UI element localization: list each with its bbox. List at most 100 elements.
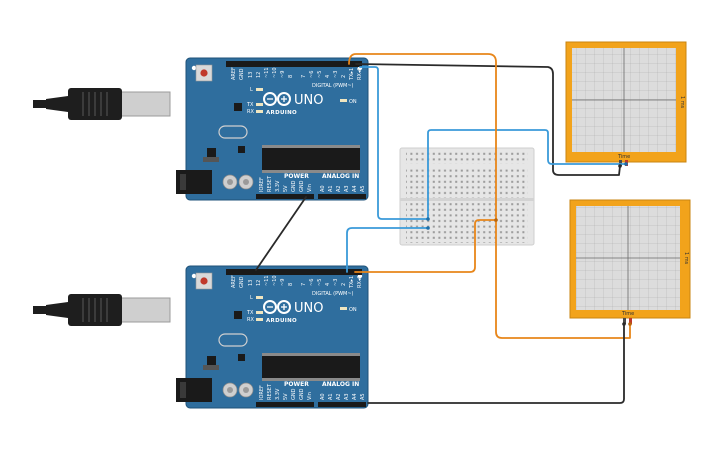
svg-text:Vin: Vin — [307, 392, 313, 400]
svg-text:8: 8 — [288, 283, 294, 286]
digital-label-1: DIGITAL (PWM~) — [312, 83, 354, 89]
led-l-label-2: L — [250, 295, 253, 301]
analog-label-2: ANALOG IN — [322, 381, 359, 388]
svg-text:A3: A3 — [344, 185, 350, 192]
svg-text:~3: ~3 — [333, 71, 339, 78]
svg-text:IOREF: IOREF — [259, 177, 265, 192]
svg-text:5V: 5V — [283, 185, 289, 192]
svg-text:~5: ~5 — [317, 71, 323, 78]
led-rx-label-1: RX — [247, 109, 254, 115]
wire-blue-ard2-breadboard[interactable] — [346, 227, 429, 273]
digital-label-2: DIGITAL (PWM~) — [312, 291, 354, 297]
svg-text:GND: GND — [299, 388, 305, 400]
svg-text:12: 12 — [256, 72, 262, 78]
scope-2-time-label: Time — [621, 311, 634, 317]
svg-text:~9: ~9 — [280, 279, 286, 286]
digital-header-2[interactable] — [226, 269, 362, 275]
led-tx-label-2: TX — [246, 310, 254, 316]
svg-text:2: 2 — [341, 283, 347, 286]
svg-text:5V: 5V — [283, 393, 289, 400]
svg-text:2: 2 — [341, 75, 347, 78]
svg-text:TX▸1: TX▸1 — [349, 276, 355, 289]
power-header-2[interactable] — [256, 402, 314, 407]
svg-text:IOREF: IOREF — [259, 385, 265, 400]
svg-text:~9: ~9 — [280, 71, 286, 78]
scope-2-terminal-pos[interactable] — [629, 318, 632, 324]
svg-text:GND: GND — [291, 388, 297, 400]
microcontroller-chip-1 — [262, 148, 360, 170]
svg-text:~10: ~10 — [272, 67, 278, 78]
svg-text:~6: ~6 — [309, 71, 315, 78]
led-rx-label-2: RX — [247, 317, 254, 323]
svg-text:13: 13 — [248, 72, 254, 78]
wire-orange-ard2-breadboard[interactable] — [354, 219, 497, 273]
led-on-label-1: ON — [349, 99, 357, 105]
svg-text:13: 13 — [248, 280, 254, 286]
microcontroller-chip-2 — [262, 356, 360, 378]
svg-text:RESET: RESET — [267, 383, 273, 400]
power-label-1: POWER — [284, 173, 309, 180]
svg-text:~6: ~6 — [309, 279, 315, 286]
svg-text:A5: A5 — [360, 185, 366, 192]
oscilloscope-1[interactable]: 1 ms Time — [565, 41, 687, 166]
svg-text:GND: GND — [291, 180, 297, 192]
oscilloscope-2[interactable]: 1 ms Time — [569, 199, 691, 324]
svg-text:7: 7 — [301, 75, 307, 78]
svg-text:4: 4 — [325, 75, 331, 78]
power-header-1[interactable] — [256, 194, 314, 199]
led-on-label-2: ON — [349, 307, 357, 313]
wires — [255, 53, 631, 404]
svg-text:~11: ~11 — [264, 67, 270, 78]
svg-text:A1: A1 — [328, 393, 334, 400]
svg-text:A2: A2 — [336, 393, 342, 400]
digital-header-1[interactable] — [226, 61, 362, 67]
power-label-2: POWER — [284, 381, 309, 388]
arduino-uno-2[interactable]: AREF GND 13 12 ~11 ~10 ~9 8 7 ~6 ~5 4 ~3… — [176, 265, 369, 409]
wire-black-ard2-scope2[interactable] — [367, 323, 625, 404]
wire-orange-ard1-scope2[interactable] — [348, 53, 631, 339]
scope-2-side-label: 1 ms — [683, 252, 689, 265]
svg-text:A0: A0 — [320, 185, 326, 192]
svg-text:~3: ~3 — [333, 279, 339, 286]
wire-gnd-boards[interactable] — [255, 196, 307, 271]
svg-text:RX◂0: RX◂0 — [357, 275, 363, 288]
svg-text:3.3V: 3.3V — [275, 388, 281, 400]
analog-label-1: ANALOG IN — [322, 173, 359, 180]
svg-text:GND: GND — [299, 180, 305, 192]
wire-blue-ard1-breadboard[interactable] — [359, 66, 429, 220]
svg-text:A2: A2 — [336, 185, 342, 192]
board-brand-2: ARDUINO — [266, 318, 297, 324]
svg-text:7: 7 — [301, 283, 307, 286]
usb-cable-1[interactable] — [33, 88, 171, 120]
svg-text:A1: A1 — [328, 185, 334, 192]
svg-text:A4: A4 — [352, 393, 358, 400]
svg-text:4: 4 — [325, 283, 331, 286]
arduino-uno-1[interactable]: AREF GND 13 12 ~11 ~10 ~9 8 7 ~6 ~5 4 ~3… — [176, 57, 369, 201]
svg-text:A3: A3 — [344, 393, 350, 400]
led-tx-label-1: TX — [246, 102, 254, 108]
board-brand-1: ARDUINO — [266, 110, 297, 116]
svg-text:3.3V: 3.3V — [275, 180, 281, 192]
svg-text:8: 8 — [288, 75, 294, 78]
wire-blue-breadboard-scope1[interactable] — [427, 129, 627, 220]
arduino-logo-2 — [263, 300, 291, 314]
svg-text:~5: ~5 — [317, 279, 323, 286]
scope-2-terminal-neg[interactable] — [623, 318, 626, 324]
svg-text:Vin: Vin — [307, 184, 313, 192]
scope-1-terminal-neg[interactable] — [619, 160, 622, 166]
wire-black-scope1-a[interactable] — [355, 63, 621, 176]
svg-text:A0: A0 — [320, 393, 326, 400]
arduino-logo-1 — [263, 92, 291, 106]
svg-text:AREF: AREF — [231, 275, 237, 288]
analog-header-2[interactable] — [318, 402, 366, 407]
wire-endpoints — [426, 162, 632, 326]
analog-header-1[interactable] — [318, 194, 366, 199]
breadboard[interactable] — [399, 147, 535, 246]
usb-cable-2[interactable] — [33, 294, 171, 326]
svg-text:TX▸1: TX▸1 — [349, 68, 355, 81]
svg-text:A4: A4 — [352, 185, 358, 192]
board-model-2: UNO — [294, 301, 323, 316]
scope-1-side-label: 1 ms — [679, 96, 685, 109]
svg-text:GND: GND — [239, 276, 245, 288]
